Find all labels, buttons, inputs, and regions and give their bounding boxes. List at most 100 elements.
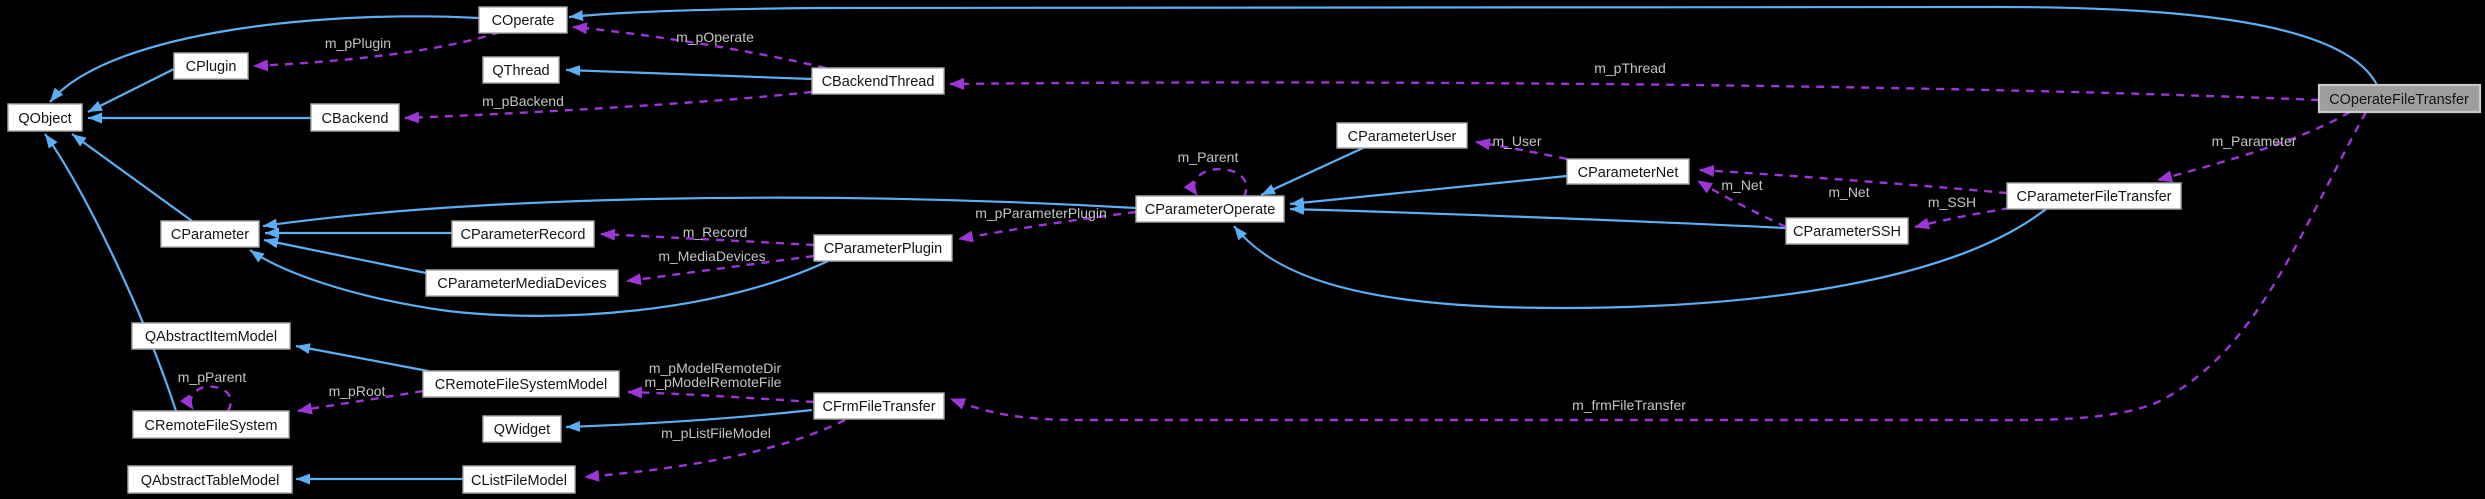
edge-cparameterssh-to-cparameteroperate xyxy=(1289,203,1787,230)
node-cparameternet[interactable]: CParameterNet xyxy=(1566,158,1690,185)
edge-m-net-from-ssh xyxy=(1697,179,1787,229)
edge-label-m-parent: m_Parent xyxy=(1178,149,1239,165)
node-coperatefiletransfer[interactable]: COperateFileTransfer xyxy=(2317,83,2482,114)
edge-label-m-pmodelremotefile: m_pModelRemoteFile xyxy=(645,374,782,390)
edge-labels: m_pPlugin m_pOperate m_pBackend m_pThrea… xyxy=(178,29,2297,441)
member-edges xyxy=(179,22,2368,482)
svg-text:CFrmFileTransfer: CFrmFileTransfer xyxy=(822,399,935,415)
edge-m-ssh xyxy=(1914,206,2011,230)
node-cparametermediadevices[interactable]: CParameterMediaDevices xyxy=(425,269,619,297)
svg-text:CBackend: CBackend xyxy=(322,111,389,127)
node-cfrmfiletransfer[interactable]: CFrmFileTransfer xyxy=(813,392,945,420)
svg-text:CParameterMediaDevices: CParameterMediaDevices xyxy=(437,276,606,292)
node-coperate[interactable]: COperate xyxy=(478,6,568,34)
edge-coperate-to-qobject xyxy=(49,15,480,103)
svg-text:CParameterFileTransfer: CParameterFileTransfer xyxy=(2017,189,2172,205)
edge-label-m-net-2: m_Net xyxy=(1828,184,1869,200)
node-cbackend[interactable]: CBackend xyxy=(310,103,400,132)
edge-m-frmfiletransfer xyxy=(950,111,2368,422)
edge-cparameter-to-qobject xyxy=(71,133,193,222)
inheritance-edges xyxy=(44,5,2378,485)
node-cparameterplugin[interactable]: CParameterPlugin xyxy=(813,234,953,262)
edge-label-m-pbackend: m_pBackend xyxy=(482,93,564,109)
edge-m-parent-selfloop xyxy=(1183,167,1248,198)
svg-text:COperateFileTransfer: COperateFileTransfer xyxy=(2329,92,2469,108)
svg-text:CParameterRecord: CParameterRecord xyxy=(461,227,586,243)
node-cbackendthread[interactable]: CBackendThread xyxy=(811,67,945,95)
svg-text:QWidget: QWidget xyxy=(494,422,550,438)
node-qthread[interactable]: QThread xyxy=(482,56,560,84)
edge-label-m-proot: m_pRoot xyxy=(329,383,386,399)
edge-m-proot xyxy=(297,389,424,415)
edge-m-pplugin xyxy=(253,30,501,72)
edge-label-m-user: m_User xyxy=(1492,133,1541,149)
edge-m-record xyxy=(600,228,815,247)
edge-coperatefiletransfer-to-coperate xyxy=(568,5,2378,86)
node-cparameterssh[interactable]: CParameterSSH xyxy=(1785,217,1909,245)
svg-text:QAbstractTableModel: QAbstractTableModel xyxy=(141,473,280,489)
edge-cremotefilesystem-to-qobject xyxy=(44,133,178,412)
svg-text:CRemoteFileSystem: CRemoteFileSystem xyxy=(145,418,278,434)
node-qwidget[interactable]: QWidget xyxy=(482,415,562,443)
edge-cremotefilesystemmodel-to-qabstractitemmodel xyxy=(295,343,429,373)
edge-label-m-pparent: m_pParent xyxy=(178,369,247,385)
edge-m-net-from-filetransfer xyxy=(1699,164,2008,195)
edge-label-m-plistfilemodel: m_pListFileModel xyxy=(661,425,771,441)
edge-cfrmfiletransfer-to-qwidget xyxy=(565,408,813,432)
node-cparameterrecord[interactable]: CParameterRecord xyxy=(451,220,595,248)
edge-m-pparameterplugin xyxy=(958,210,1137,243)
svg-text:COperate: COperate xyxy=(492,13,555,29)
edge-m-parameter xyxy=(2157,110,2351,183)
edge-label-m-parameter: m_Parameter xyxy=(2212,133,2297,149)
edge-cparameterfiletransfer-to-cparameteroperate xyxy=(1233,208,2047,310)
nodes: COperate CPlugin QThread QObject CBacken… xyxy=(7,6,2482,494)
svg-text:CParameter: CParameter xyxy=(171,227,249,243)
edge-label-m-ssh: m_SSH xyxy=(1928,194,1976,210)
node-cparameteroperate[interactable]: CParameterOperate xyxy=(1135,195,1285,223)
svg-text:QAbstractItemModel: QAbstractItemModel xyxy=(145,329,277,345)
node-cparameter[interactable]: CParameter xyxy=(160,220,260,248)
node-qobject[interactable]: QObject xyxy=(7,103,83,132)
edge-label-m-pthread: m_pThread xyxy=(1594,60,1666,76)
edge-label-m-pparameterplugin: m_pParameterPlugin xyxy=(975,205,1107,221)
edge-m-poperate xyxy=(572,22,827,70)
node-cremotefilesystemmodel[interactable]: CRemoteFileSystemModel xyxy=(422,370,620,398)
edge-label-m-pplugin: m_pPlugin xyxy=(325,35,391,51)
edge-m-plistfilemodel xyxy=(584,418,846,482)
svg-text:CParameterUser: CParameterUser xyxy=(1348,129,1457,145)
edge-cparameteroperate-to-cparameter xyxy=(262,196,1137,230)
edge-label-m-pmodelremotedir: m_pModelRemoteDir xyxy=(649,360,782,376)
edge-cparameterplugin-to-cparameter xyxy=(249,249,829,317)
edge-label-m-poperate: m_pOperate xyxy=(676,29,754,45)
node-qabstractitemmodel[interactable]: QAbstractItemModel xyxy=(131,322,291,350)
edge-label-m-mediadevices: m_MediaDevices xyxy=(658,248,765,264)
svg-text:CListFileModel: CListFileModel xyxy=(471,473,567,489)
node-cremotefilesystem[interactable]: CRemoteFileSystem xyxy=(132,410,290,439)
node-qabstracttablemodel[interactable]: QAbstractTableModel xyxy=(127,465,293,494)
edge-label-m-net-1: m_Net xyxy=(1721,177,1762,193)
node-cplugin[interactable]: CPlugin xyxy=(173,52,249,80)
edge-cparametermediadevices-to-cparameter xyxy=(263,237,427,275)
svg-text:QThread: QThread xyxy=(492,63,549,79)
node-clistfilemodel[interactable]: CListFileModel xyxy=(462,465,576,494)
svg-text:CPlugin: CPlugin xyxy=(186,59,237,75)
edge-cbackendthread-to-qthread xyxy=(565,65,813,81)
svg-text:CParameterOperate: CParameterOperate xyxy=(1145,202,1276,218)
edge-cparameteruser-to-cparameteroperate xyxy=(1260,147,1364,196)
edge-label-m-frmfiletransfer: m_frmFileTransfer xyxy=(1572,397,1686,413)
svg-text:QObject: QObject xyxy=(18,111,71,127)
edge-m-pparent-selfloop xyxy=(179,385,232,412)
svg-text:CParameterSSH: CParameterSSH xyxy=(1793,224,1901,240)
edge-label-m-record: m_Record xyxy=(683,224,748,240)
edge-m-pthread xyxy=(949,77,2320,102)
edge-cparameternet-to-cparameteroperate xyxy=(1289,174,1568,209)
node-cparameteruser[interactable]: CParameterUser xyxy=(1336,122,1468,149)
edge-m-user xyxy=(1475,138,1568,161)
node-cparameterfiletransfer[interactable]: CParameterFileTransfer xyxy=(2006,182,2182,210)
svg-text:CParameterNet: CParameterNet xyxy=(1578,165,1679,181)
edge-m-pbackend xyxy=(404,90,813,124)
edge-m-pmodelremote xyxy=(627,386,815,404)
svg-text:CParameterPlugin: CParameterPlugin xyxy=(824,241,942,257)
